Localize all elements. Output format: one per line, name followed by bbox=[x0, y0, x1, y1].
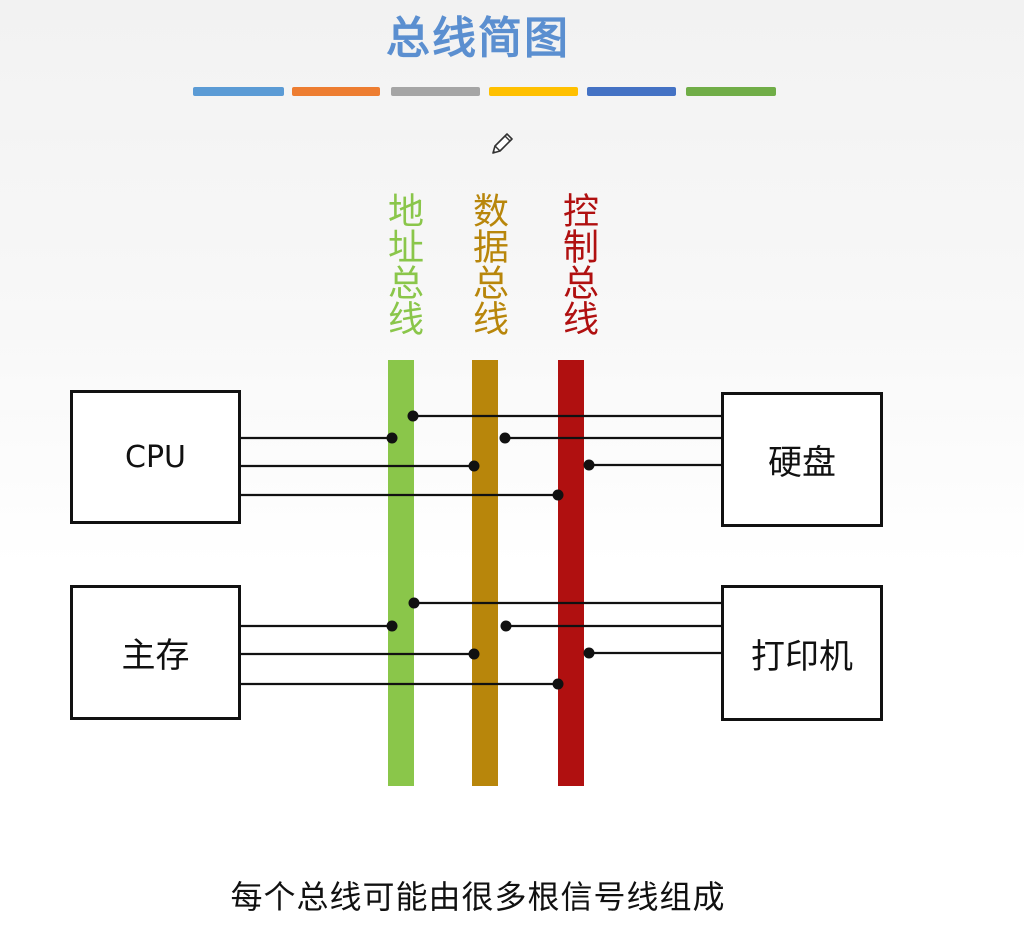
junction-dot bbox=[500, 620, 512, 632]
printer-box: 打印机 bbox=[721, 585, 883, 721]
color-stripe-1 bbox=[193, 87, 284, 96]
control-bus-bar bbox=[558, 360, 584, 786]
junction-dot bbox=[407, 410, 419, 422]
address-bus-bar bbox=[388, 360, 414, 786]
disk-box: 硬盘 bbox=[721, 392, 883, 527]
color-stripe-6 bbox=[686, 87, 776, 96]
junction-dot bbox=[408, 597, 420, 609]
page-title: 总线简图 bbox=[386, 13, 570, 64]
junction-dot bbox=[386, 432, 398, 444]
junction-dot bbox=[583, 459, 595, 471]
memory-label: 主存 bbox=[121, 636, 190, 676]
color-stripe-5 bbox=[587, 87, 676, 96]
color-stripe-4 bbox=[489, 87, 578, 96]
printer-label: 打印机 bbox=[751, 636, 853, 677]
junction-dot bbox=[468, 460, 480, 472]
control-bus-label: 控制总线 bbox=[557, 192, 598, 336]
color-stripe-3 bbox=[391, 87, 480, 96]
disk-label: 硬盘 bbox=[768, 443, 836, 483]
junction-dot bbox=[499, 432, 511, 444]
junction-dot bbox=[468, 648, 480, 660]
cpu-label: CPU bbox=[125, 439, 186, 475]
junction-dot bbox=[552, 678, 564, 690]
junction-dot bbox=[552, 489, 564, 501]
junction-dot bbox=[583, 647, 595, 659]
data-bus-label: 数据总线 bbox=[467, 192, 508, 336]
cpu-box: CPU bbox=[70, 390, 241, 524]
color-stripe-2 bbox=[292, 87, 380, 96]
junction-dot bbox=[386, 620, 398, 632]
pencil-icon bbox=[492, 133, 513, 154]
memory-box: 主存 bbox=[70, 585, 241, 720]
address-bus-label: 地址总线 bbox=[382, 192, 423, 336]
data-bus-bar bbox=[472, 360, 498, 786]
caption: 每个总线可能由很多根信号线组成 bbox=[230, 878, 726, 916]
